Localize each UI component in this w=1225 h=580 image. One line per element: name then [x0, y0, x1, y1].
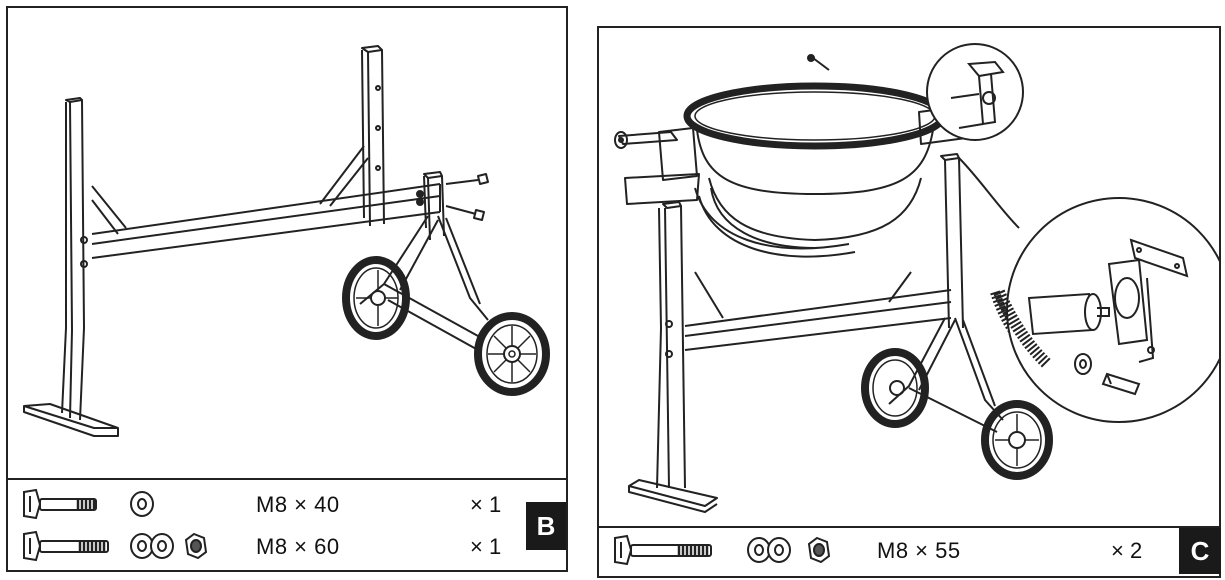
- bolt-icon: [23, 530, 109, 562]
- hardware-quantity: × 1: [470, 492, 502, 517]
- hardware-spec: M8 × 60: [256, 534, 340, 559]
- hardware-row: M8 × 55 × 2: [599, 530, 1219, 570]
- hardware-list: M8 × 40 × 1: [8, 478, 566, 570]
- hardware-quantity: × 1: [470, 534, 502, 559]
- hardware-list: M8 × 55 × 2 C: [599, 526, 1221, 576]
- hardware-row: M8 × 40 × 1: [8, 484, 566, 524]
- washer-icon: [130, 491, 154, 517]
- drum-assembly-illustration: [614, 43, 1219, 513]
- washer-icon: [767, 537, 791, 563]
- bolt-icon: [23, 488, 97, 520]
- step-label: B: [526, 502, 566, 550]
- nut-icon: [184, 532, 208, 560]
- frame-assembly-illustration: [23, 45, 550, 437]
- hardware-parts-icons: [23, 530, 208, 562]
- washer-icon: [150, 533, 174, 559]
- hardware-parts-icons: [23, 488, 154, 520]
- hardware-spec: M8 × 40: [256, 492, 340, 517]
- bolt-icon: [614, 534, 712, 566]
- spring-washer-icon: [130, 533, 154, 559]
- step-label: C: [1179, 528, 1221, 574]
- step-b-panel: M8 × 40 × 1: [6, 6, 568, 572]
- hardware-row: M8 × 60 × 1: [8, 526, 566, 566]
- hardware-parts-icons: [614, 534, 831, 566]
- nut-icon: [807, 536, 831, 564]
- spring-washer-icon: [747, 537, 771, 563]
- hardware-quantity: × 2: [1111, 538, 1143, 563]
- step-c-panel: M8 × 55 × 2 C: [597, 26, 1221, 578]
- hardware-spec: M8 × 55: [877, 538, 961, 563]
